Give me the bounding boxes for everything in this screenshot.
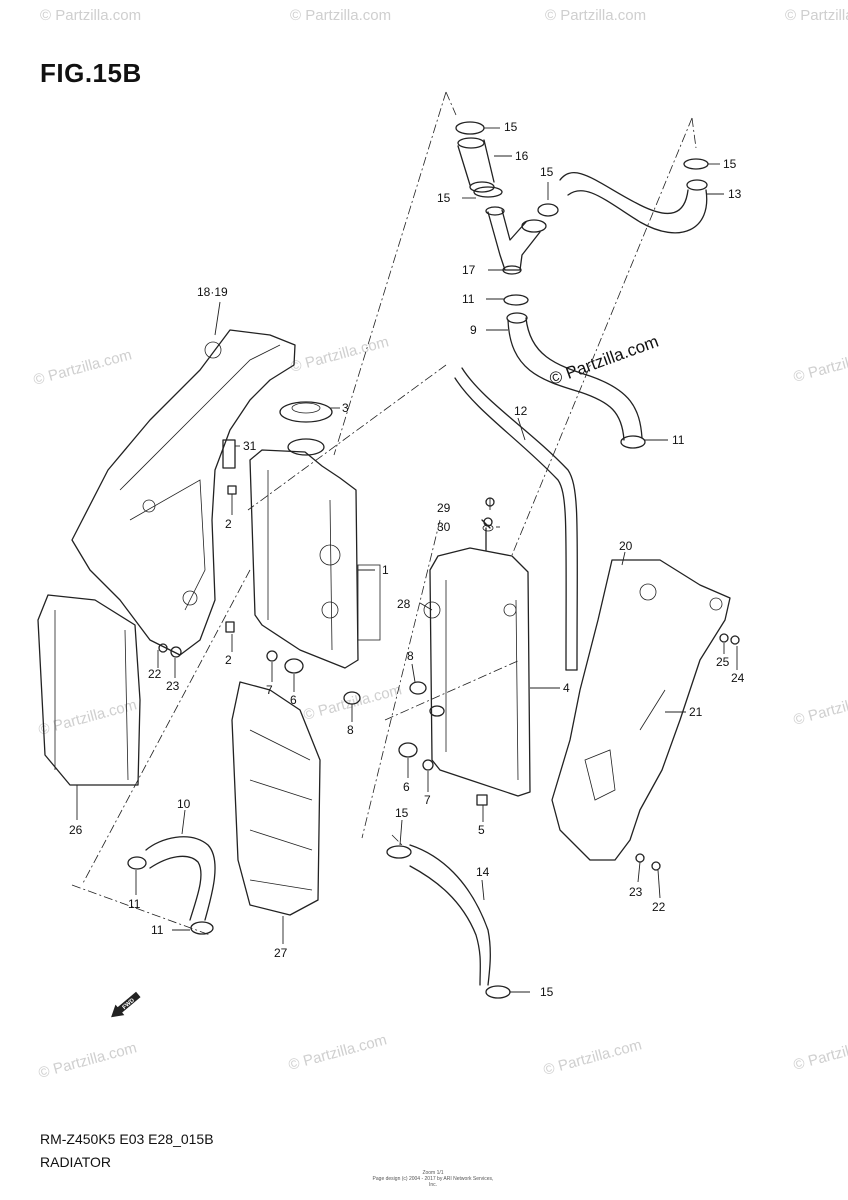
callout-16: 16 — [515, 149, 529, 163]
callout-labels: 15 16 15 15 15 13 17 11 9 11 12 18·19 3 … — [69, 120, 745, 999]
y-pipe-17 — [485, 206, 547, 275]
callout-11: 11 — [462, 292, 475, 306]
callout-30: 30 — [437, 520, 451, 534]
callout-29: 29 — [437, 501, 451, 515]
footer-zoom: Zoom 1/1 — [422, 1170, 444, 1176]
callout-15: 15 — [395, 806, 409, 820]
callout-7: 7 — [266, 683, 273, 697]
hose-12 — [454, 367, 578, 671]
callout-22: 22 — [148, 667, 162, 681]
callout-11: 11 — [128, 897, 141, 911]
callout-21: 21 — [689, 705, 703, 719]
callout-13: 13 — [728, 187, 742, 201]
callout-20: 20 — [619, 539, 633, 553]
hose-16 — [455, 121, 495, 193]
watermark: © Partzilla.com — [785, 7, 848, 24]
leader-lines — [76, 127, 738, 993]
guard-27 — [231, 681, 321, 916]
watermark: © Partzilla.com — [545, 7, 646, 24]
callout-11: 11 — [672, 433, 685, 447]
callout-8: 8 — [407, 649, 414, 663]
radiator-left-1 — [249, 438, 381, 669]
callout-15: 15 — [437, 191, 451, 205]
callout-15: 15 — [723, 157, 737, 171]
watermark: © Partzilla.com — [542, 1036, 644, 1079]
callout-11: 11 — [151, 923, 164, 937]
bracket-31 — [222, 439, 236, 469]
callout-8: 8 — [347, 723, 354, 737]
callout-10: 10 — [177, 797, 191, 811]
hardware — [158, 485, 740, 871]
callout-15: 15 — [504, 120, 518, 134]
watermark: © Partzilla.com — [37, 1039, 139, 1082]
callout-4: 4 — [563, 681, 570, 695]
radiator-shroud-20-21 — [551, 559, 731, 861]
callout-15: 15 — [540, 165, 554, 179]
callout-27: 27 — [274, 946, 288, 960]
page-footer: Zoom 1/1 Page design (c) 2004 - 2017 by … — [368, 1170, 498, 1188]
callout-1: 1 — [382, 563, 389, 577]
fwd-arrow-icon: FWD — [111, 991, 141, 1018]
figure-caption: RADIATOR — [40, 1154, 112, 1170]
watermark: © Partzilla.com — [302, 681, 404, 724]
hose-10 — [145, 836, 216, 921]
callout-18-19: 18·19 — [197, 285, 228, 299]
watermark: © Partzilla.com — [289, 333, 391, 376]
callout-22: 22 — [652, 900, 666, 914]
watermark: © Partzilla.com — [792, 1031, 848, 1074]
clamps-15 — [127, 158, 709, 999]
hose-9 — [506, 312, 643, 441]
callout-7: 7 — [424, 793, 431, 807]
callout-2: 2 — [225, 653, 232, 667]
cap-3 — [279, 401, 333, 423]
watermark: © Partzilla.com — [32, 346, 134, 389]
figure-title: FIG.15B — [40, 58, 142, 88]
watermark-center: © Partzilla.com — [547, 332, 661, 389]
callout-23: 23 — [166, 679, 180, 693]
callout-23: 23 — [629, 885, 643, 899]
callout-3: 3 — [342, 401, 349, 415]
watermark: © Partzilla.com — [792, 343, 848, 386]
callout-25: 25 — [716, 655, 730, 669]
callout-5: 5 — [478, 823, 485, 837]
callout-2: 2 — [225, 517, 232, 531]
callout-17: 17 — [462, 263, 476, 277]
guard-26 — [37, 594, 141, 786]
radiator-right-4 — [423, 519, 531, 797]
callout-26: 26 — [69, 823, 83, 837]
callout-12: 12 — [514, 404, 528, 418]
watermark: © Partzilla.com — [37, 696, 139, 739]
radiator-shroud-18-19 — [71, 329, 296, 656]
watermark: © Partzilla.com — [290, 7, 391, 24]
callout-6: 6 — [403, 780, 410, 794]
callout-28: 28 — [397, 597, 411, 611]
watermark: © Partzilla.com — [792, 686, 848, 729]
watermark: © Partzilla.com — [287, 1031, 389, 1074]
watermark: © Partzilla.com — [40, 7, 141, 24]
hose-13 — [559, 172, 708, 234]
model-code: RM-Z450K5 E03 E28_015B — [40, 1131, 214, 1147]
callout-31: 31 — [243, 439, 257, 453]
assembly-guides — [71, 91, 697, 936]
callout-14: 14 — [476, 865, 490, 879]
callout-6: 6 — [290, 693, 297, 707]
hose-14 — [409, 844, 491, 986]
callout-9: 9 — [470, 323, 477, 337]
footer-copyright: Page design (c) 2004 - 2017 by ARI Netwo… — [372, 1176, 494, 1188]
callout-24: 24 — [731, 671, 745, 685]
callout-15: 15 — [540, 985, 554, 999]
